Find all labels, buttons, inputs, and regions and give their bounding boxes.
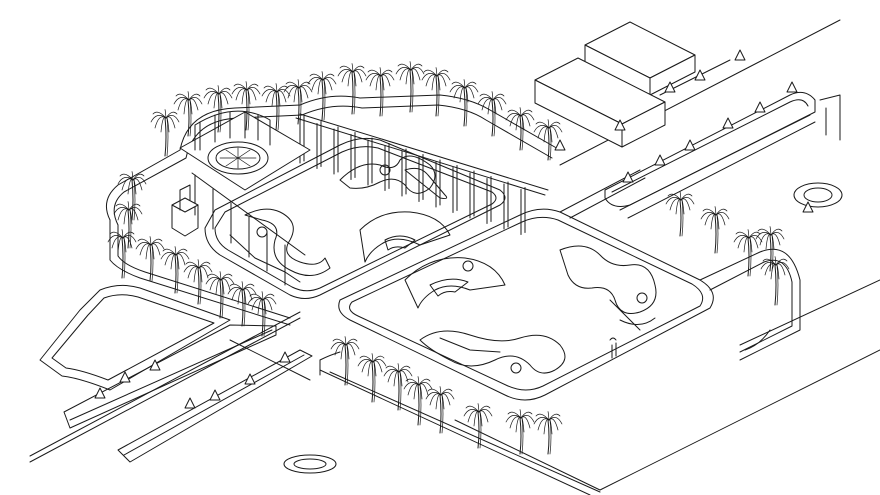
palm-tree-icon bbox=[760, 256, 790, 306]
palm-tree-icon bbox=[533, 119, 563, 161]
palm-tree-icon bbox=[477, 91, 507, 137]
palm-tree-icon bbox=[330, 336, 360, 386]
palm-tree-icon bbox=[113, 201, 143, 249]
palm-tree-icon bbox=[665, 191, 695, 237]
planter-strip bbox=[117, 349, 313, 463]
cone-marker-icon bbox=[754, 101, 766, 113]
cone-marker-icon bbox=[664, 81, 676, 93]
cone-marker-icon bbox=[734, 49, 746, 61]
upper-plaza bbox=[105, 94, 561, 326]
cone-marker-icon bbox=[184, 397, 196, 409]
palm-tree-icon bbox=[395, 61, 425, 113]
palm-tree-icon bbox=[261, 83, 291, 131]
palm-tree-icon bbox=[117, 171, 147, 221]
palm-tree-icon bbox=[365, 67, 395, 117]
cone-marker-icon bbox=[279, 351, 291, 363]
palm-tree-icon bbox=[505, 107, 535, 151]
pergola-colonnade bbox=[191, 113, 549, 286]
cone-markers bbox=[94, 49, 814, 409]
palm-tree-icon bbox=[733, 229, 763, 277]
cone-marker-icon bbox=[684, 139, 696, 151]
cone-marker-icon bbox=[622, 171, 634, 183]
palm-tree-icon bbox=[505, 409, 535, 455]
cone-marker-icon bbox=[554, 139, 566, 151]
lower-plaza bbox=[319, 169, 801, 491]
cone-marker-icon bbox=[786, 81, 798, 93]
palm-tree-icon bbox=[533, 411, 563, 455]
oval-planter bbox=[283, 454, 337, 474]
left-pool bbox=[39, 284, 277, 429]
palm-tree-icon bbox=[421, 67, 451, 117]
palm-tree-icon bbox=[173, 91, 203, 137]
palm-tree-icon bbox=[755, 226, 785, 272]
palm-tree-icon bbox=[205, 271, 235, 319]
palm-tree-icon bbox=[203, 85, 233, 133]
palm-tree-icon bbox=[107, 229, 137, 279]
right-planters bbox=[604, 91, 843, 351]
palm-tree-icon bbox=[135, 236, 165, 282]
cone-marker-icon bbox=[802, 201, 814, 213]
cone-marker-icon bbox=[722, 117, 734, 129]
palm-tree-icon bbox=[247, 291, 277, 337]
palm-tree-icon bbox=[283, 79, 313, 125]
palm-tree-icon bbox=[227, 281, 257, 327]
palm-tree-icon bbox=[700, 206, 730, 254]
people-figures bbox=[609, 337, 617, 359]
cone-marker-icon bbox=[149, 359, 161, 371]
palm-tree-icon bbox=[183, 259, 213, 305]
cone-marker-icon bbox=[614, 119, 626, 131]
cone-marker-icon bbox=[654, 154, 666, 166]
cone-marker-icon bbox=[694, 69, 706, 81]
lookout-tower bbox=[171, 184, 199, 237]
palm-tree-icon bbox=[449, 79, 479, 127]
palm-tree-icon bbox=[160, 246, 190, 294]
palm-tree-icon bbox=[337, 63, 367, 115]
building-block-2 bbox=[534, 57, 666, 148]
cone-marker-icon bbox=[209, 389, 221, 401]
palm-tree-icon bbox=[357, 353, 387, 403]
cone-marker-icon bbox=[119, 371, 131, 383]
palm-tree-icon bbox=[231, 81, 261, 131]
palm-tree-icon bbox=[150, 109, 180, 157]
palm-trees bbox=[107, 61, 790, 455]
palm-tree-icon bbox=[307, 71, 337, 121]
cone-marker-icon bbox=[244, 373, 256, 385]
cone-marker-icon bbox=[94, 387, 106, 399]
palm-tree-icon bbox=[463, 403, 493, 449]
palm-tree-icon bbox=[383, 363, 413, 411]
palm-tree-icon bbox=[425, 386, 455, 434]
circular-gazebo bbox=[179, 110, 311, 191]
palm-tree-icon bbox=[403, 376, 433, 426]
